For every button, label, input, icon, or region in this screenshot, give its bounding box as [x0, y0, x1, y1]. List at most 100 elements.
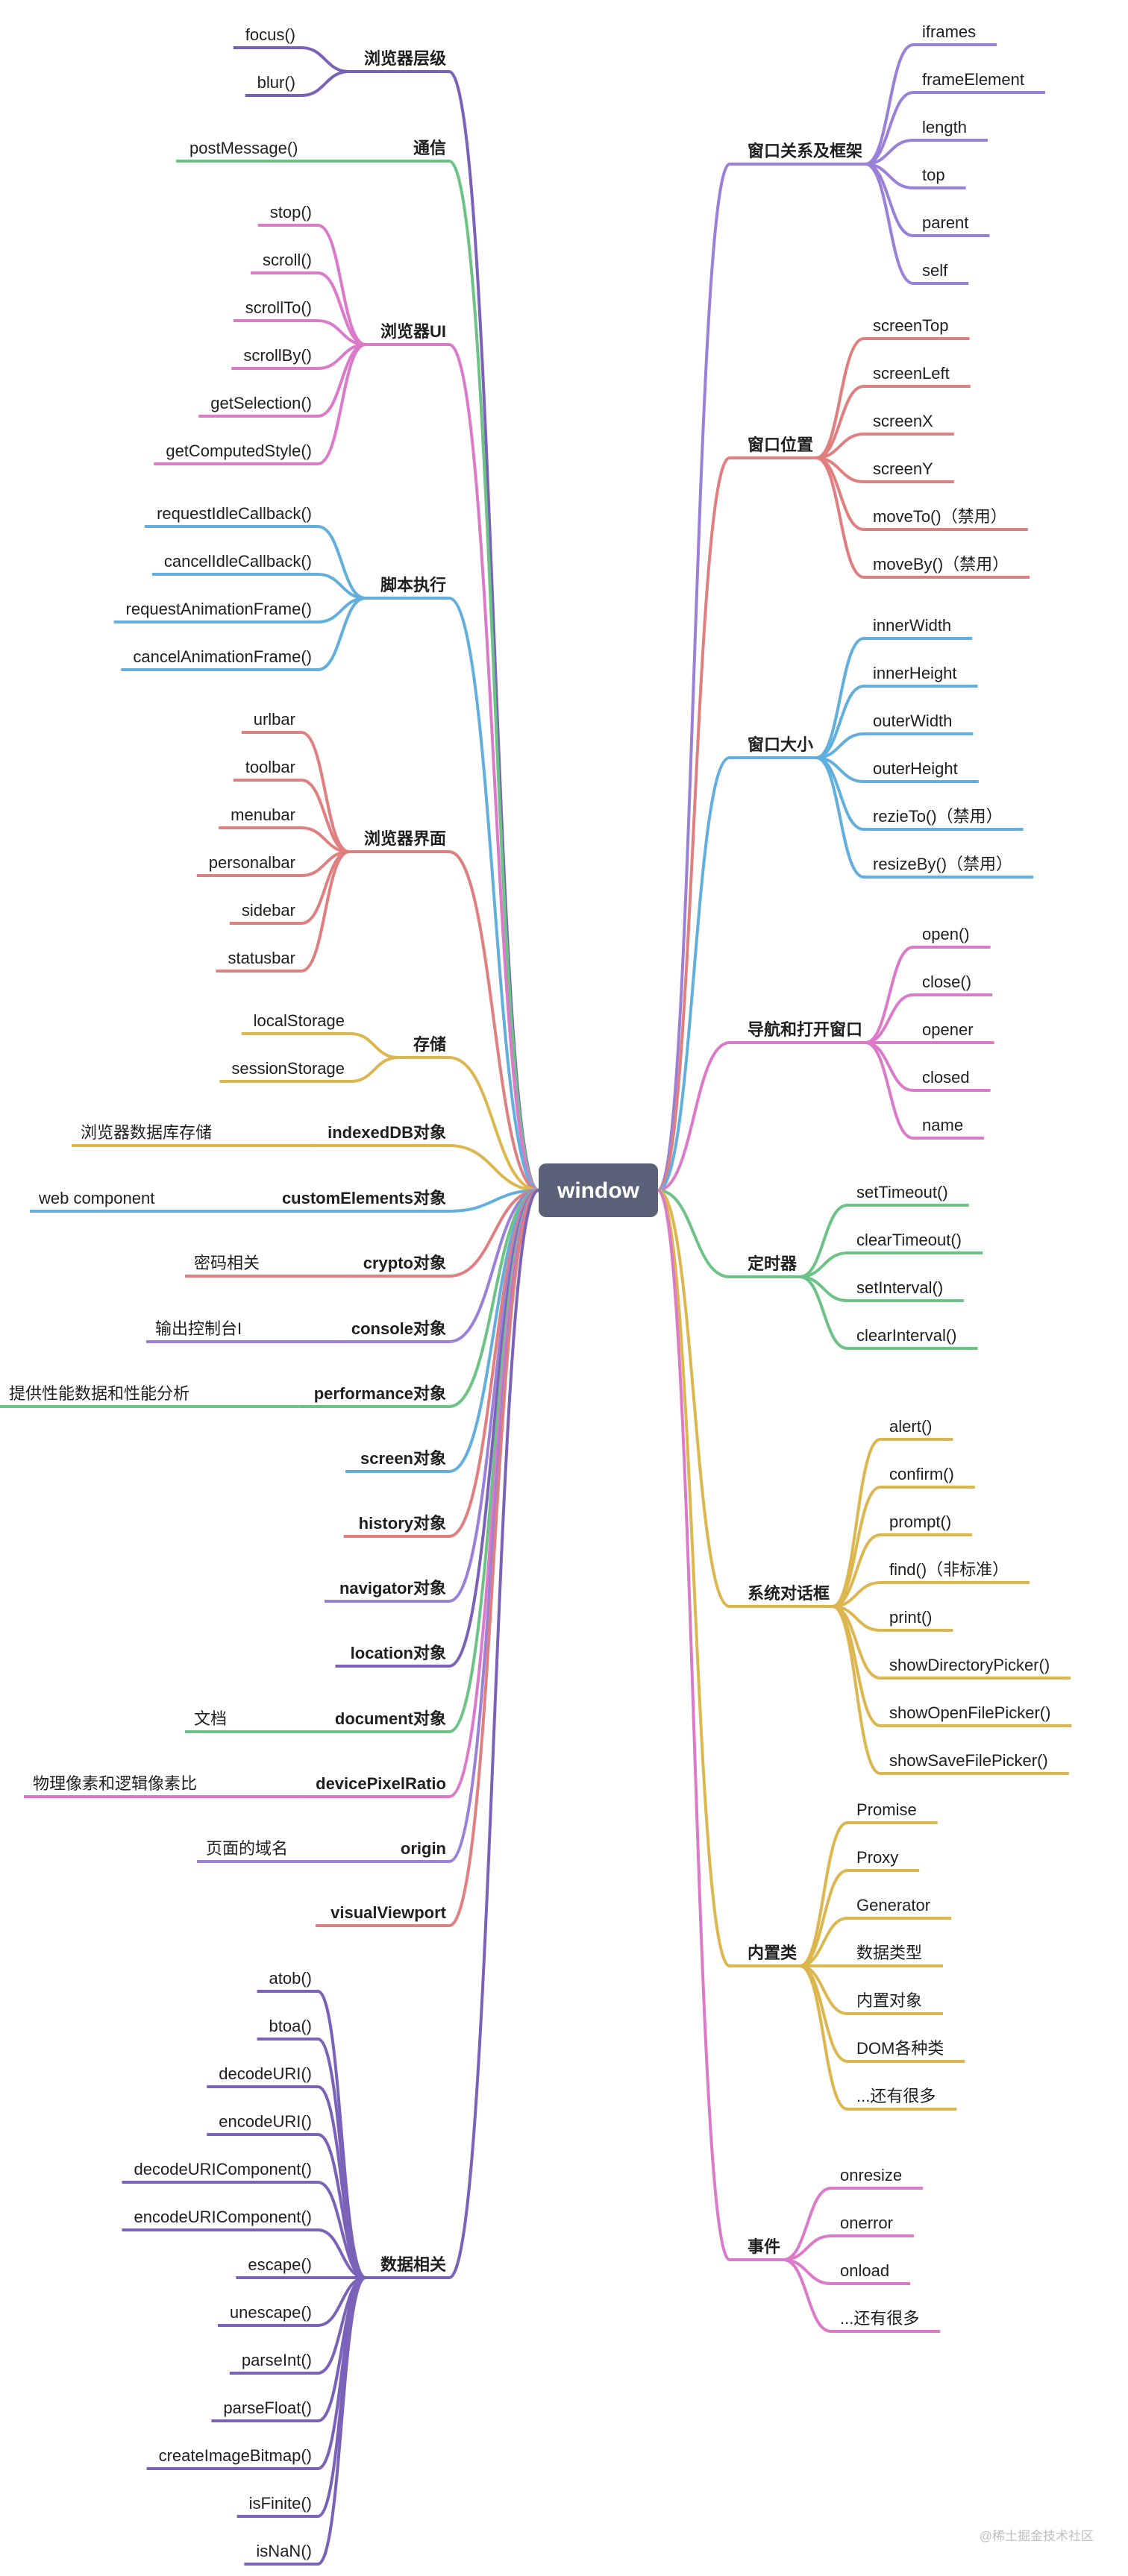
leaf-right-2-2[interactable]: outerWidth [873, 711, 952, 730]
leaf-left-4-4[interactable]: sidebar [242, 901, 295, 920]
leaf-left-19-2[interactable]: decodeURI() [219, 2064, 312, 2083]
leaf-right-3-4[interactable]: name [922, 1116, 963, 1134]
branch-right-node-7[interactable]: 事件 [748, 2237, 780, 2256]
leaf-left-19-9[interactable]: parseFloat() [223, 2398, 312, 2417]
leaf-right-7-2[interactable]: onload [840, 2261, 889, 2280]
leaf-right-0-4[interactable]: parent [922, 213, 968, 232]
branch-left-console-9[interactable]: console对象 [351, 1319, 446, 1338]
branch-right-node-2[interactable]: 窗口大小 [748, 735, 813, 754]
leaf-right-5-1[interactable]: confirm() [889, 1465, 954, 1483]
leaf-right-6-4[interactable]: 内置对象 [856, 1991, 922, 2010]
leaf-left-2-5[interactable]: getComputedStyle() [166, 442, 312, 460]
leaf-right-5-2[interactable]: prompt() [889, 1512, 951, 1531]
branch-right-node-5[interactable]: 系统对话框 [748, 1584, 830, 1603]
leaf-left-4-1[interactable]: toolbar [245, 758, 295, 776]
leaf-left-10-0[interactable]: 提供性能数据和性能分析 [9, 1384, 189, 1403]
leaf-right-2-5[interactable]: resizeBy()（禁用） [873, 855, 1012, 873]
leaf-left-15-0[interactable]: 文档 [194, 1709, 227, 1728]
branch-right-node-0[interactable]: 窗口关系及框架 [748, 142, 862, 160]
branch-left-devicepixelratio-16[interactable]: devicePixelRatio [316, 1774, 446, 1793]
root-node-box[interactable] [539, 1163, 658, 1217]
leaf-left-19-10[interactable]: createImageBitmap() [159, 2446, 312, 2465]
branch-left-node-3[interactable]: 脚本执行 [380, 576, 446, 594]
leaf-right-1-3[interactable]: screenY [873, 459, 933, 478]
leaf-right-1-1[interactable]: screenLeft [873, 364, 950, 383]
leaf-left-2-3[interactable]: scrollBy() [243, 346, 312, 365]
leaf-left-19-3[interactable]: encodeURI() [219, 2112, 312, 2131]
leaf-right-4-3[interactable]: clearInterval() [856, 1326, 956, 1345]
leaf-left-19-12[interactable]: isNaN() [256, 2542, 312, 2560]
leaf-left-8-0[interactable]: 密码相关 [194, 1254, 260, 1272]
leaf-left-16-0[interactable]: 物理像素和逻辑像素比 [33, 1774, 197, 1793]
leaf-left-0-0[interactable]: focus() [245, 25, 295, 44]
leaf-right-5-4[interactable]: print() [889, 1608, 932, 1627]
branch-left-document-15[interactable]: document对象 [335, 1709, 446, 1728]
leaf-right-4-0[interactable]: setTimeout() [856, 1183, 948, 1201]
leaf-right-1-4[interactable]: moveTo()（禁用） [873, 507, 1007, 526]
branch-left-crypto-8[interactable]: crypto对象 [363, 1254, 446, 1272]
branch-left-origin-17[interactable]: origin [401, 1839, 446, 1858]
leaf-left-9-0[interactable]: 输出控制台I [155, 1319, 242, 1338]
leaf-left-2-0[interactable]: stop() [270, 203, 312, 222]
branch-right-node-4[interactable]: 定时器 [748, 1254, 798, 1273]
leaf-right-4-2[interactable]: setInterval() [856, 1278, 943, 1297]
leaf-right-0-2[interactable]: length [922, 118, 967, 136]
leaf-right-7-0[interactable]: onresize [840, 2166, 902, 2184]
leaf-right-3-1[interactable]: close() [922, 973, 971, 991]
branch-left-customelements-7[interactable]: customElements对象 [282, 1189, 446, 1207]
leaf-left-4-3[interactable]: personalbar [209, 853, 295, 872]
branch-left-node-5[interactable]: 存储 [413, 1035, 446, 1054]
leaf-right-1-5[interactable]: moveBy()（禁用） [873, 555, 1009, 574]
leaf-right-3-0[interactable]: open() [922, 925, 970, 943]
branch-right-node-1[interactable]: 窗口位置 [748, 436, 813, 454]
leaf-right-5-7[interactable]: showSaveFilePicker() [889, 1751, 1048, 1770]
branch-right-node-3[interactable]: 导航和打开窗口 [748, 1020, 862, 1039]
leaf-right-6-5[interactable]: DOM各种类 [856, 2039, 944, 2058]
leaf-right-5-5[interactable]: showDirectoryPicker() [889, 1656, 1050, 1674]
leaf-right-7-1[interactable]: onerror [840, 2214, 893, 2232]
leaf-left-4-5[interactable]: statusbar [228, 949, 295, 967]
leaf-left-5-0[interactable]: localStorage [254, 1011, 345, 1030]
leaf-right-6-6[interactable]: ...还有很多 [856, 2087, 936, 2105]
leaf-left-2-4[interactable]: getSelection() [210, 394, 312, 412]
branch-left-navigator-13[interactable]: navigator对象 [339, 1579, 446, 1598]
branch-left-location-14[interactable]: location对象 [351, 1644, 446, 1662]
leaf-right-7-3[interactable]: ...还有很多 [840, 2309, 919, 2328]
branch-left-history-12[interactable]: history对象 [359, 1514, 446, 1533]
leaf-left-3-3[interactable]: cancelAnimationFrame() [133, 647, 312, 666]
leaf-right-4-1[interactable]: clearTimeout() [856, 1231, 962, 1249]
leaf-left-17-0[interactable]: 页面的域名 [206, 1839, 288, 1858]
leaf-left-19-6[interactable]: escape() [248, 2255, 312, 2274]
leaf-right-1-0[interactable]: screenTop [873, 316, 949, 335]
leaf-right-0-5[interactable]: self [922, 261, 948, 280]
branch-left-node-4[interactable]: 浏览器界面 [364, 829, 446, 848]
branch-left-node-19[interactable]: 数据相关 [380, 2255, 446, 2274]
leaf-right-6-1[interactable]: Proxy [856, 1848, 898, 1867]
leaf-left-5-1[interactable]: sessionStorage [231, 1059, 345, 1078]
leaf-left-3-1[interactable]: cancelIdleCallback() [164, 552, 312, 571]
leaf-right-6-3[interactable]: 数据类型 [856, 1944, 922, 1962]
leaf-left-3-2[interactable]: requestAnimationFrame() [126, 600, 312, 618]
leaf-left-7-0[interactable]: web component [38, 1189, 154, 1207]
leaf-left-19-5[interactable]: encodeURIComponent() [134, 2208, 312, 2226]
leaf-left-0-1[interactable]: blur() [257, 73, 295, 92]
branch-left-node-0[interactable]: 浏览器层级 [364, 49, 446, 68]
leaf-right-6-2[interactable]: Generator [856, 1896, 930, 1914]
leaf-left-19-11[interactable]: isFinite() [249, 2494, 312, 2513]
leaf-left-19-8[interactable]: parseInt() [242, 2351, 312, 2369]
leaf-left-2-2[interactable]: scrollTo() [245, 298, 312, 317]
leaf-right-2-0[interactable]: innerWidth [873, 616, 951, 635]
leaf-left-6-0[interactable]: 浏览器数据库存储 [81, 1123, 212, 1142]
leaf-right-6-0[interactable]: Promise [856, 1800, 917, 1819]
leaf-right-2-4[interactable]: rezieTo()（禁用） [873, 807, 1003, 826]
leaf-right-2-3[interactable]: outerHeight [873, 759, 958, 778]
leaf-right-5-3[interactable]: find()（非标准） [889, 1560, 1009, 1579]
branch-left-indexeddb-6[interactable]: indexedDB对象 [328, 1123, 446, 1142]
leaf-right-5-6[interactable]: showOpenFilePicker() [889, 1703, 1050, 1722]
leaf-right-3-2[interactable]: opener [922, 1020, 974, 1039]
leaf-left-4-2[interactable]: menubar [231, 805, 295, 824]
leaf-right-3-3[interactable]: closed [922, 1068, 970, 1087]
leaf-left-19-0[interactable]: atob() [269, 1969, 312, 1988]
leaf-left-1-0[interactable]: postMessage() [189, 139, 298, 157]
leaf-left-2-1[interactable]: scroll() [263, 251, 312, 269]
